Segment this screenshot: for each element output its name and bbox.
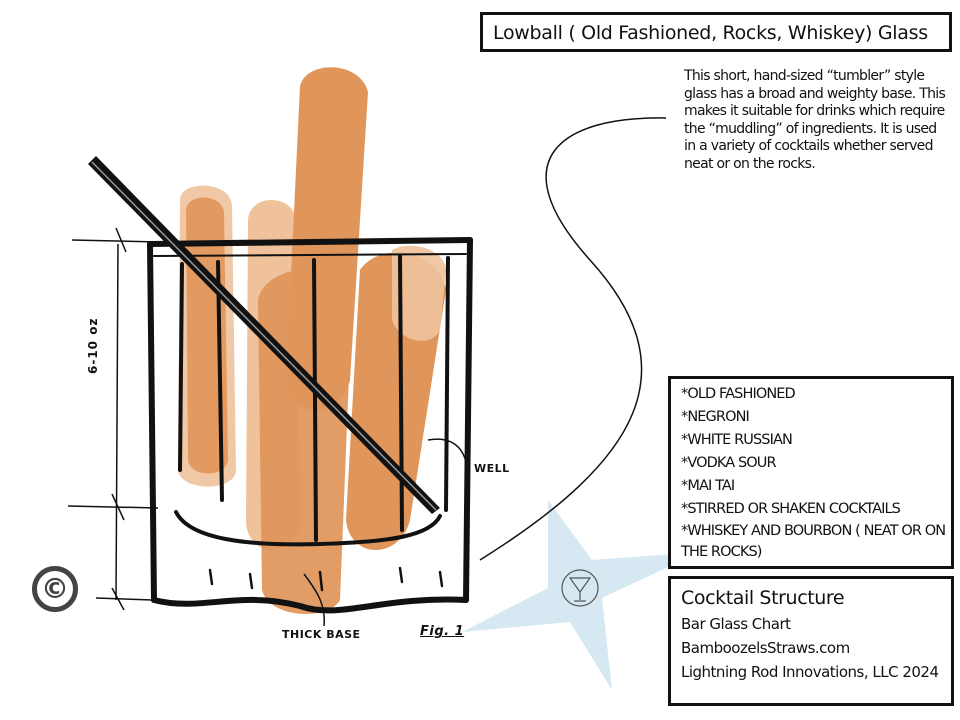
well-label: WELL <box>474 462 510 475</box>
star-decoration <box>462 500 700 690</box>
credits-company: Lightning Rod Innovations, LLC 2024 <box>681 663 939 681</box>
drinks-box: *OLD FASHIONED *NEGRONI *WHITE RUSSIAN *… <box>668 376 954 569</box>
drink-item: *NEGRONI <box>681 409 750 425</box>
thick-base-label: THICK BASE <box>282 628 361 641</box>
copyright-icon: © <box>32 566 78 612</box>
page-title: Lowball ( Old Fashioned, Rocks, Whiskey)… <box>493 22 928 44</box>
credits-website: BamboozelsStraws.com <box>681 639 850 657</box>
drink-item: *VODKA SOUR <box>681 455 777 471</box>
straw <box>88 156 440 514</box>
drink-item: *WHISKEY AND BOURBON ( NEAT OR ON THE RO… <box>681 523 946 560</box>
credits-box: Cocktail Structure Bar Glass Chart Bambo… <box>668 576 954 706</box>
glass-description: This short, hand-sized “tumbler” style g… <box>684 68 946 172</box>
credits-chart-name: Bar Glass Chart <box>681 615 791 633</box>
drink-item: *STIRRED OR SHAKEN COCKTAILS <box>681 501 901 517</box>
glass-outline <box>147 237 473 614</box>
figure-label: Fig. 1 <box>420 624 465 639</box>
drinks-list: *OLD FASHIONED *NEGRONI *WHITE RUSSIAN *… <box>671 379 951 563</box>
drink-item: *MAI TAI <box>681 478 735 494</box>
title-box: Lowball ( Old Fashioned, Rocks, Whiskey)… <box>480 12 952 52</box>
drink-item: *WHITE RUSSIAN <box>681 432 793 448</box>
drink-item: *OLD FASHIONED <box>681 386 796 402</box>
credits-heading: Cocktail Structure <box>681 587 845 609</box>
dimension-lines <box>67 117 667 627</box>
volume-label: 6-10 oz <box>86 317 100 374</box>
martini-logo-icon <box>561 569 599 607</box>
